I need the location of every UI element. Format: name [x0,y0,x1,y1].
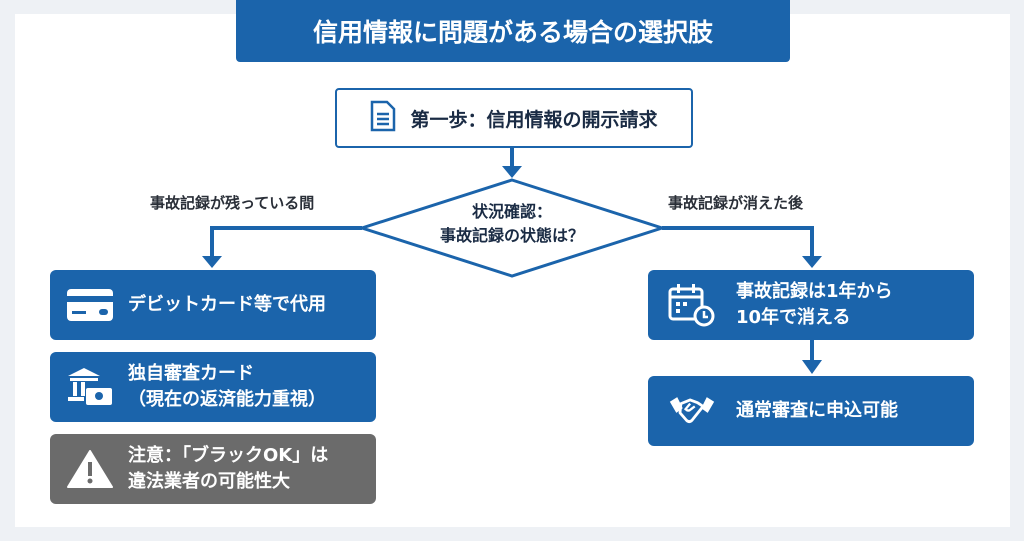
document-icon [370,100,396,137]
arrow-right-branch [662,226,814,258]
decision-diamond [357,178,667,278]
branch-right-label: 事故記録が消えた後 [668,194,804,212]
decision-line1: 状況確認： [471,202,552,221]
branch-left-label: 事故記録が残っている間 [150,194,315,212]
step-line2: 10年で消える [736,307,851,328]
option-debit-card: デビットカード等で代用 [50,270,376,340]
warning-line1: 注意：「ブラックOK」は [128,445,329,466]
step1-label: 第一歩：信用情報の開示請求 [410,108,658,131]
warning-icon [66,449,114,489]
arrow-left-branch [210,226,362,258]
step-line1: 事故記録は1年から [736,281,893,302]
warning-box: 注意：「ブラックOK」は違法業者の可能性大 [50,434,376,504]
bank-money-icon [66,367,114,407]
option-independent-card: 独自審査カード （現在の返済能力重視） [50,352,376,422]
option-line2: （現在の返済能力重視） [128,389,326,410]
calendar-clock-icon [668,284,716,327]
decision-text: 状況確認： 事故記録の状態は？ [412,200,612,248]
warning-line2: 違法業者の可能性大 [128,471,290,492]
handshake-icon [668,391,716,431]
credit-card-icon [66,285,114,325]
option-line1: 独自審査カード [128,363,254,384]
step1-box: 第一歩：信用情報の開示請求 [335,88,693,148]
record-expiry-box: 事故記録は1年から 10年で消える [648,270,974,340]
step-line1: 通常審査に申込可能 [736,400,898,421]
decision-line2: 事故記録の状態は？ [439,226,584,245]
option-line1: デビットカード等で代用 [128,294,326,315]
page-title: 信用情報に問題がある場合の選択肢 [236,0,790,62]
normal-application-box: 通常審査に申込可能 [648,376,974,446]
